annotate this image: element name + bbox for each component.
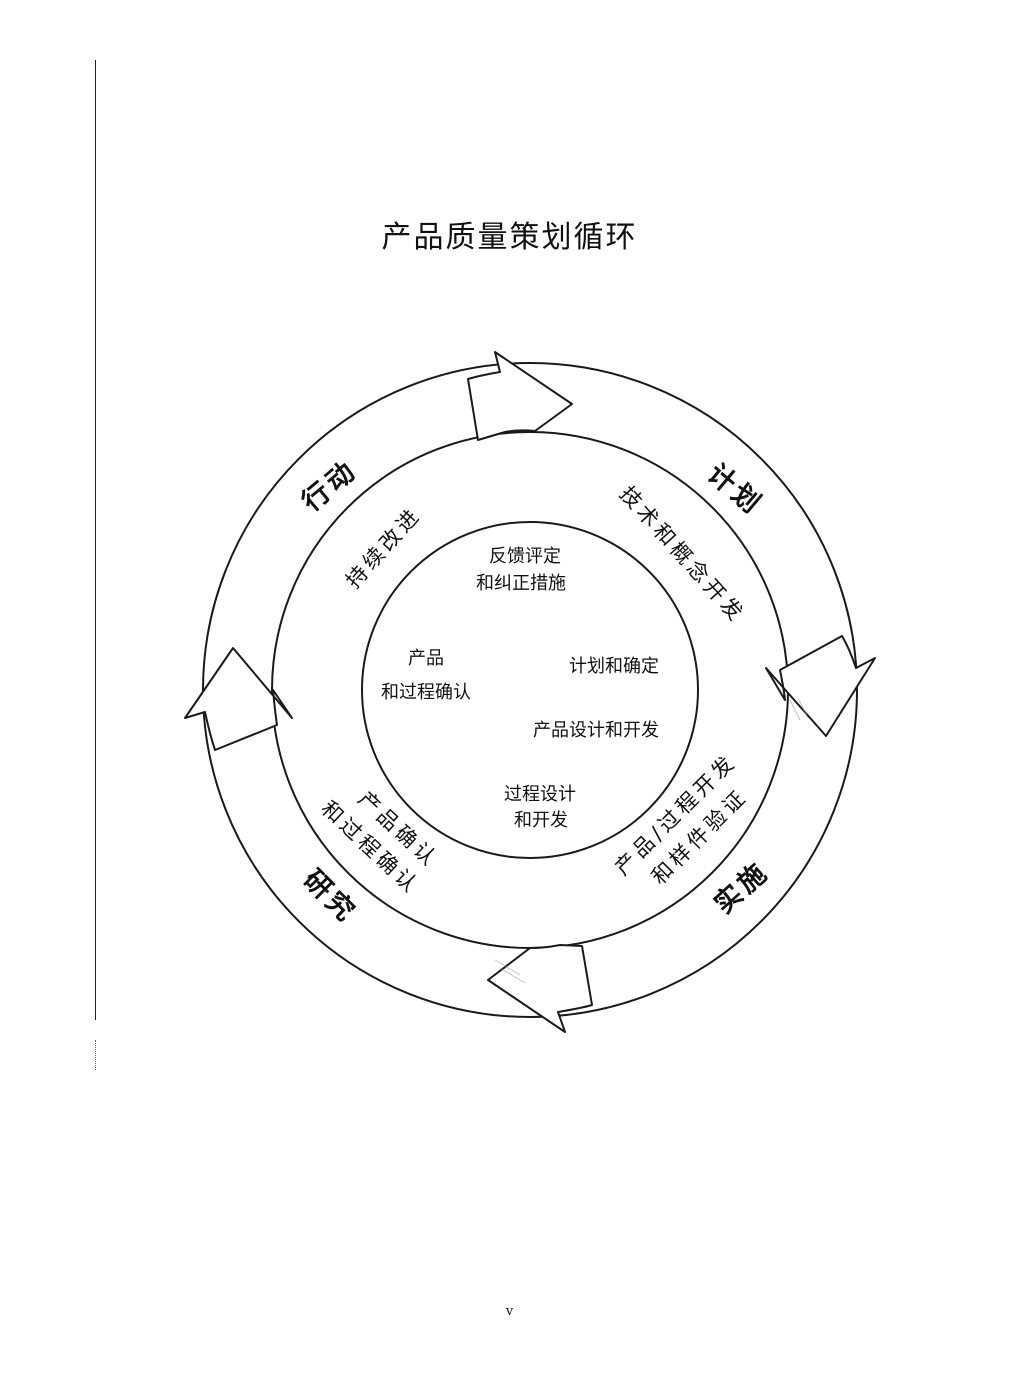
- inner-label-process-line1: 过程设计: [504, 784, 576, 805]
- inner-label-plan-define: 计划和确定: [569, 656, 659, 677]
- left-margin-line: [95, 60, 96, 1020]
- inner-label-product-design: 产品设计和开发: [533, 720, 659, 741]
- page-title: 产品质量策划循环: [381, 220, 638, 255]
- inner-label-feedback-line1: 反馈评定: [489, 546, 561, 567]
- inner-label-process-line2: 和开发: [514, 810, 568, 831]
- inner-label-validation-line1: 产品: [408, 648, 444, 669]
- inner-circle: [361, 521, 699, 859]
- arrow-left: [184, 647, 293, 751]
- inner-label-feedback-line2: 和纠正措施: [476, 573, 566, 594]
- left-margin-dots: [95, 1040, 97, 1070]
- arrow-bottom: [487, 944, 593, 1033]
- inner-label-validation-line2: 和过程确认: [381, 682, 471, 703]
- page-number: v: [505, 1304, 514, 1319]
- arrow-right: [765, 635, 876, 737]
- arrow-top: [467, 351, 573, 441]
